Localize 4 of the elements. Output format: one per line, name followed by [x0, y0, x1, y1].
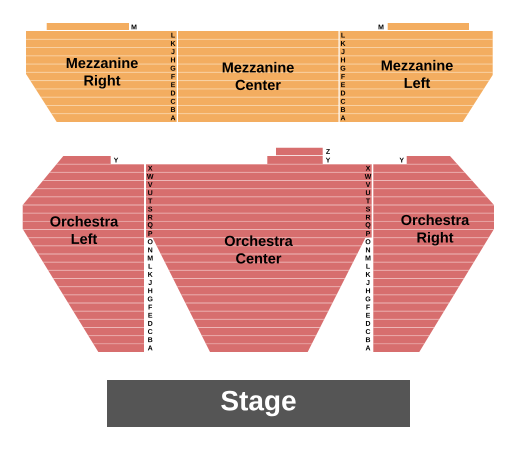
node-label: Mezzanine Left [382, 60, 453, 88]
seating-section: Mezzanine Center [178, 31, 338, 122]
node-label: Mezzanine Right [66, 57, 138, 89]
stage-block: Stage [107, 380, 410, 427]
